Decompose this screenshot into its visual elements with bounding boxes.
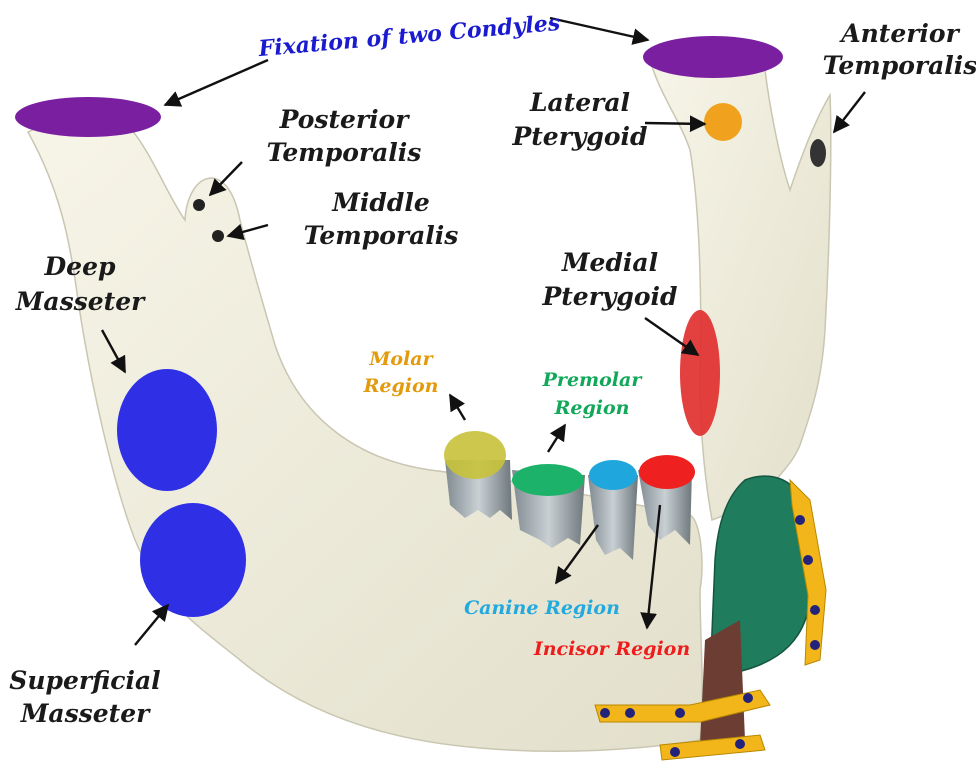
incisor-region-marker — [639, 455, 695, 489]
arrow-premolar-region — [548, 425, 565, 452]
middle-temporalis-label-2: Temporalis — [304, 221, 459, 250]
screw — [735, 739, 745, 749]
medial-pterygoid-area — [680, 310, 720, 436]
deep-masseter-area — [117, 369, 217, 491]
medial-pterygoid-label-2: Pterygoid — [541, 282, 677, 311]
premolar-region-marker — [512, 464, 584, 496]
posterior-temporalis-label-1: Posterior — [279, 105, 411, 134]
superficial-masseter-label-1: Superficial — [9, 666, 160, 695]
arrow-superficial-masseter — [135, 605, 168, 645]
middle-temporalis-point — [212, 230, 224, 242]
medial-pterygoid-label-1: Medial — [561, 248, 658, 277]
superficial-masseter-label-2: Masseter — [20, 699, 151, 728]
posterior-temporalis-label-2: Temporalis — [267, 138, 422, 167]
arrow-anterior-temporalis — [834, 92, 865, 132]
screw — [625, 708, 635, 718]
arrow-fixation-right — [550, 18, 648, 40]
lateral-pterygoid-label-1: Lateral — [529, 88, 630, 117]
molar-region-marker — [444, 431, 506, 479]
screw — [600, 708, 610, 718]
lateral-pterygoid-label-2: Pterygoid — [511, 122, 647, 151]
screw — [810, 640, 820, 650]
molar-region-label-2: Region — [363, 375, 439, 397]
arrow-fixation-left — [165, 60, 268, 105]
fixation-label: Fixation of two Condyles — [257, 10, 562, 62]
screw — [743, 693, 753, 703]
fixation-disc-right — [643, 36, 783, 78]
fixation-disc-left — [15, 97, 161, 137]
molar-region-label-1: Molar — [368, 348, 434, 370]
anterior-temporalis-point — [810, 139, 826, 167]
screw — [810, 605, 820, 615]
implant-lower — [700, 620, 745, 745]
incisor-region-label: Incisor Region — [533, 638, 690, 660]
screw — [803, 555, 813, 565]
deep-masseter-label-2: Masseter — [15, 287, 146, 316]
screw — [675, 708, 685, 718]
middle-temporalis-label-1: Middle — [331, 188, 430, 217]
screw — [670, 747, 680, 757]
superficial-masseter-area — [140, 503, 246, 617]
arrow-molar-region — [450, 395, 465, 420]
screw — [795, 515, 805, 525]
canine-region-label: Canine Region — [464, 597, 620, 619]
lateral-pterygoid-area — [704, 103, 742, 141]
arrow-lateral-pterygoid — [645, 123, 705, 124]
deep-masseter-label-1: Deep — [44, 252, 116, 281]
premolar-region-label-2: Region — [554, 397, 630, 419]
canine-region-marker — [589, 460, 637, 490]
posterior-temporalis-point — [193, 199, 205, 211]
premolar-region-label-1: Premolar — [542, 369, 644, 391]
anterior-temporalis-label-2: Temporalis — [823, 51, 976, 80]
anterior-temporalis-label-1: Anterior — [839, 19, 960, 48]
